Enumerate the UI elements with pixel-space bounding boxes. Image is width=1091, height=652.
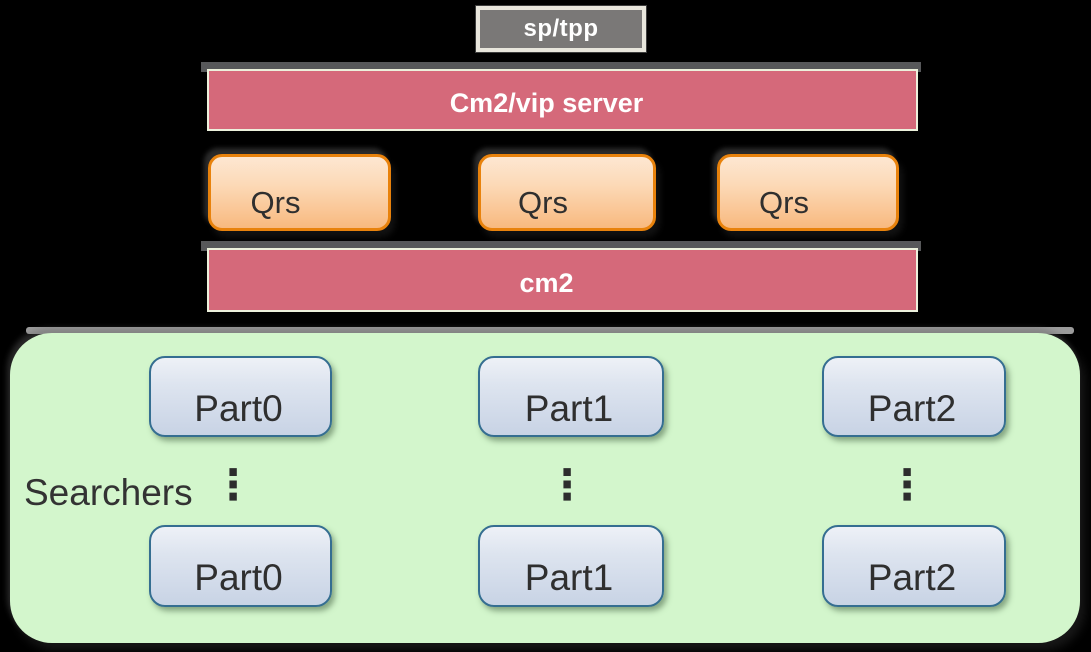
cm2-bar: cm2 (207, 248, 918, 312)
qrs-node-3: Qrs (717, 154, 899, 231)
searchers-shadow-strip (26, 327, 1074, 334)
cm2-shadow-strip (201, 241, 921, 251)
sp-tpp-label: sp/tpp (523, 15, 599, 42)
part-node-top-0: Part0 (149, 356, 332, 437)
qrs-label: Qrs (759, 184, 809, 220)
part-label: Part2 (867, 387, 957, 429)
qrs-node-2: Qrs (478, 154, 656, 231)
searchers-label: Searchers (24, 472, 193, 513)
part-label: Part0 (194, 387, 283, 429)
vip-server-label: Cm2/vip server (449, 87, 644, 118)
part-label: Part2 (867, 557, 957, 598)
qrs-label: Qrs (518, 184, 568, 220)
ellipsis-column-3: ⋮ (886, 461, 928, 508)
vip-server-bar: Cm2/vip server (207, 69, 918, 131)
vip-server-shadow-strip (201, 62, 921, 72)
part-label: Part0 (194, 557, 283, 598)
qrs-label: Qrs (250, 184, 301, 220)
part-node-top-2: Part2 (822, 356, 1006, 437)
part-label: Part1 (524, 557, 614, 598)
cm2-label: cm2 (519, 267, 574, 298)
part-node-top-1: Part1 (478, 356, 664, 437)
part-label: Part1 (524, 387, 614, 429)
part-node-bottom-0: Part0 (149, 525, 332, 607)
part-node-bottom-1: Part1 (478, 525, 664, 607)
ellipsis-column-1: ⋮ (212, 461, 254, 508)
part-node-bottom-2: Part2 (822, 525, 1006, 607)
qrs-node-1: Qrs (208, 154, 391, 231)
ellipsis-column-2: ⋮ (546, 461, 588, 508)
sp-tpp-node: sp/tpp (476, 6, 646, 52)
